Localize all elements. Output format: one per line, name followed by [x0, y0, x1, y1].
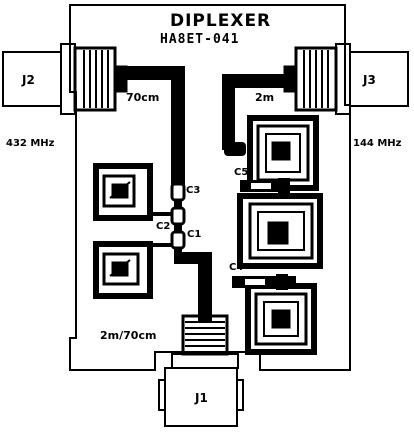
connector-j1: [158, 314, 244, 427]
label-70cm: 70cm: [126, 91, 160, 104]
label-432mhz: 432 MHz: [6, 138, 55, 149]
label-144mhz: 144 MHz: [353, 138, 402, 149]
capacitor-chain: [170, 182, 186, 256]
connector-j3: [283, 43, 409, 115]
coil-left-upper: [93, 163, 153, 221]
label-j2: J2: [22, 73, 35, 87]
label-c4: C4: [229, 262, 244, 273]
label-j1: J1: [195, 391, 208, 405]
board-title: DIPLEXER: [170, 11, 272, 31]
coil-left-lower: [93, 241, 153, 299]
capacitor-c5: [240, 178, 290, 194]
trace-common: [174, 252, 212, 322]
label-c5: C5: [234, 167, 249, 178]
label-2m: 2m: [255, 91, 275, 104]
coil-right-top: [247, 115, 319, 191]
label-c1: C1: [187, 229, 202, 240]
label-2m-70cm: 2m/70cm: [100, 329, 157, 342]
connector-j2: [2, 43, 128, 115]
board-outline: [69, 4, 351, 371]
trace-2m: [222, 74, 284, 156]
board-part-number: HA8ET-041: [160, 32, 240, 47]
capacitor-c4: [232, 274, 296, 290]
label-c2: C2: [156, 221, 171, 232]
coil-right-middle: [237, 193, 323, 269]
label-j3: J3: [363, 73, 376, 87]
label-c3: C3: [186, 185, 201, 196]
trace-70cm: [127, 66, 185, 190]
coil-right-bottom: [245, 283, 317, 355]
